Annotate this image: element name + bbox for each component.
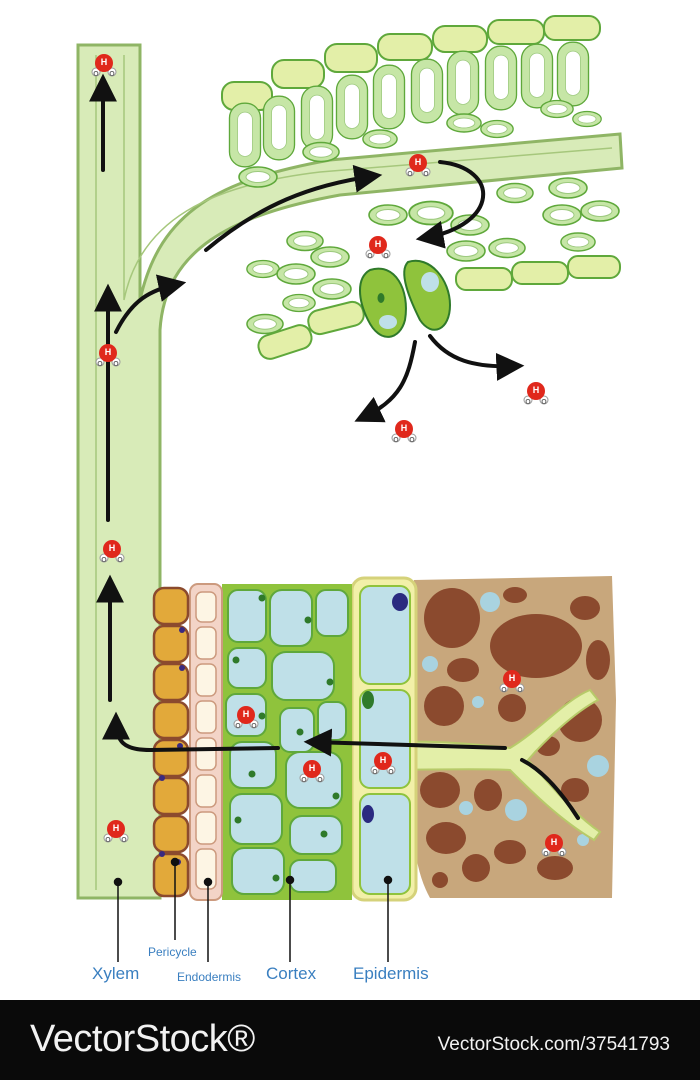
svg-text:H: H [243, 709, 250, 719]
svg-text:H: H [309, 763, 316, 773]
svg-text:O: O [541, 399, 547, 406]
leader-lines [113, 857, 393, 962]
svg-text:O: O [121, 837, 127, 844]
svg-text:O: O [317, 777, 323, 784]
svg-text:H: H [380, 755, 387, 765]
svg-text:H: H [113, 823, 120, 833]
leaf-tissue [221, 15, 621, 360]
water-molecule: H O O [99, 539, 125, 564]
svg-text:O: O [407, 171, 413, 178]
epidermis-cells [350, 576, 418, 902]
xylem-label: Xylem [92, 964, 140, 983]
water-molecule: H O O [391, 419, 417, 444]
svg-text:H: H [533, 385, 540, 395]
svg-text:H: H [375, 239, 382, 249]
svg-text:O: O [525, 399, 531, 406]
root-hair [354, 688, 602, 842]
pericycle-label: Pericycle [148, 945, 197, 959]
water-h-label: H [101, 57, 108, 67]
water-molecule: H O O [299, 759, 325, 784]
svg-text:O: O [113, 361, 119, 368]
svg-text:H: H [415, 157, 422, 167]
svg-text:H: H [509, 673, 516, 683]
water-molecule: H O O [233, 705, 259, 730]
water-molecule: H O O [523, 381, 549, 406]
svg-text:O: O [97, 361, 103, 368]
water-molecule: H O O [91, 53, 117, 78]
svg-text:H: H [109, 543, 116, 553]
water-molecule: H O O [365, 235, 391, 260]
svg-text:O: O [117, 557, 123, 564]
pericycle-cells [152, 586, 190, 898]
water-molecule: H O O [103, 819, 129, 844]
water-molecules: H O O H O O H O O H O O H O O H O O H O … [91, 53, 567, 858]
upper-epidermis [221, 15, 601, 111]
svg-text:O: O [367, 253, 373, 260]
svg-text:O: O [383, 253, 389, 260]
svg-text:H: H [401, 423, 408, 433]
stomata-guard-cells [359, 259, 452, 338]
svg-text:O: O [393, 437, 399, 444]
svg-text:O: O [105, 837, 111, 844]
svg-text:O: O [93, 71, 99, 78]
watermark-bar: VectorStock® VectorStock.com/37541793 [0, 1000, 700, 1080]
svg-text:O: O [543, 851, 549, 858]
svg-text:O: O [517, 687, 523, 694]
watermark-image-id: VectorStock.com/37541793 [437, 1034, 670, 1055]
watermark-brand: VectorStock® [30, 1018, 255, 1060]
svg-text:H: H [105, 347, 112, 357]
svg-text:H: H [551, 837, 558, 847]
svg-text:O: O [388, 769, 394, 776]
svg-text:O: O [423, 171, 429, 178]
svg-text:O: O [109, 71, 115, 78]
svg-text:O: O [559, 851, 565, 858]
endodermis-label: Endodermis [177, 970, 242, 984]
lower-epidermis [257, 255, 621, 360]
diagram-canvas: H O O H O O H O O H O O H O O H O O H O … [76, 15, 624, 962]
epidermis-label: Epidermis [353, 964, 429, 983]
svg-text:O: O [235, 723, 241, 730]
water-molecule: H O O [499, 669, 525, 694]
endodermis-cells [189, 583, 223, 901]
svg-text:O: O [251, 723, 257, 730]
cortex-label: Cortex [266, 964, 317, 983]
soil [414, 576, 616, 898]
svg-text:O: O [409, 437, 415, 444]
water-molecule: H O O [95, 343, 121, 368]
water-molecule: H O O [405, 153, 431, 178]
svg-text:O: O [372, 769, 378, 776]
water-molecule: H O O [370, 751, 396, 776]
water-molecule: H O O [541, 833, 567, 858]
svg-text:O: O [501, 687, 507, 694]
svg-text:O: O [301, 777, 307, 784]
water-flow-arrows [89, 73, 580, 820]
svg-text:O: O [101, 557, 107, 564]
